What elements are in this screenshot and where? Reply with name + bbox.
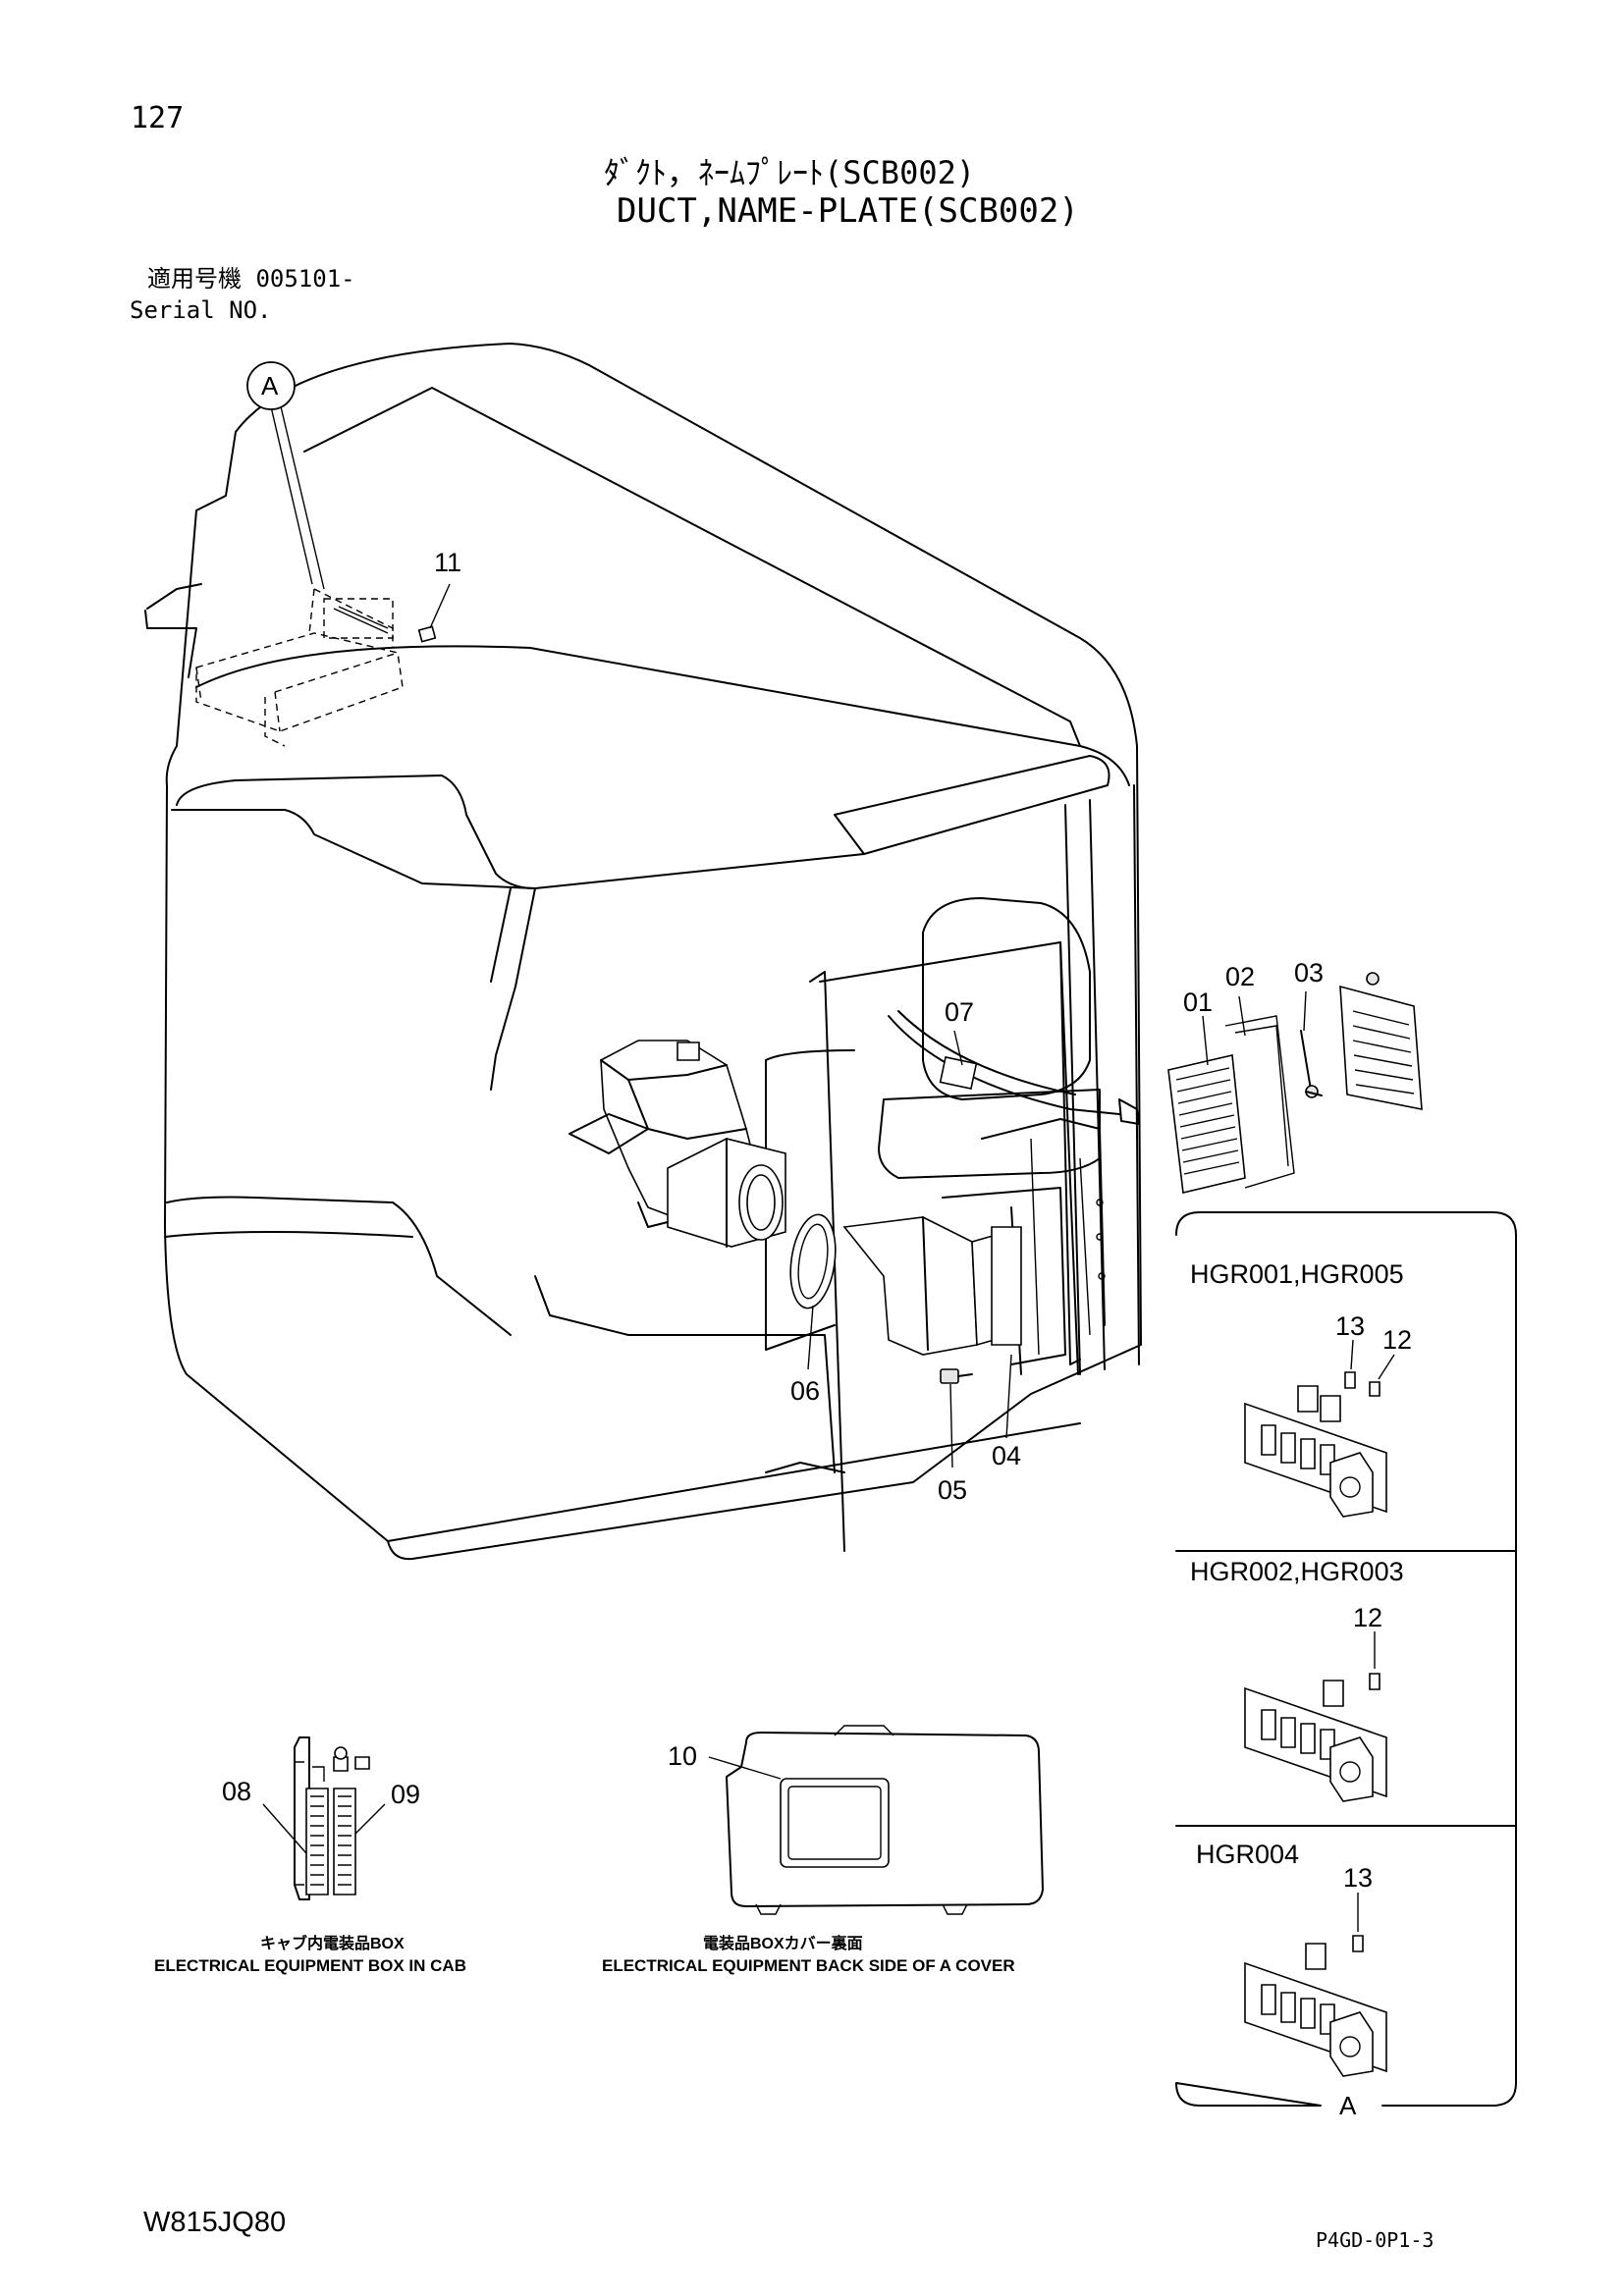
switch-panel-hgr001 xyxy=(1245,1340,1394,1517)
electrical-box-in-cab xyxy=(295,1737,369,1899)
serial-english: Serial NO. xyxy=(130,296,272,324)
callout-01: 01 xyxy=(1183,988,1214,1017)
detail-a-balloon xyxy=(247,362,295,409)
callout-03: 03 xyxy=(1294,958,1325,988)
page-number: 127 xyxy=(131,101,185,135)
title-japanese: ﾀﾞｸﾄ，ﾈｰﾑﾌﾟﾚｰﾄ(SCB002) xyxy=(604,154,976,191)
model-code: W815JQ80 xyxy=(143,2207,287,2238)
leader-lines xyxy=(263,402,1306,1853)
bolt xyxy=(941,1369,972,1383)
cover-back-caption-ja: 電装品BOXカバー裏面 xyxy=(703,1936,863,1952)
detail-section-2-part-12: 12 xyxy=(1353,1603,1383,1632)
callout-11: 11 xyxy=(434,548,462,577)
sheet-code: P4GD-0P1-3 xyxy=(1316,2228,1435,2252)
seat-assembly xyxy=(879,898,1139,1178)
detail-panel-label: A xyxy=(1339,2091,1357,2120)
air-filter-assembly xyxy=(1168,973,1422,1193)
callout-06: 06 xyxy=(790,1376,821,1406)
switch-panel-hgr004 xyxy=(1245,1893,1386,2076)
callout-02: 02 xyxy=(1225,962,1256,991)
electrical-cover-back xyxy=(727,1726,1043,1914)
cover-back-caption-en: ELECTRICAL EQUIPMENT BACK SIDE OF A COVE… xyxy=(602,1956,1015,1975)
detail-a-balloon-label: A xyxy=(261,371,279,400)
box-in-cab-caption-en: ELECTRICAL EQUIPMENT BOX IN CAB xyxy=(154,1956,466,1975)
detail-section-2-title: HGR002,HGR003 xyxy=(1190,1557,1404,1586)
callout-07: 07 xyxy=(945,997,975,1027)
title-english: DUCT,NAME-PLATE(SCB002) xyxy=(617,191,1079,231)
callout-05: 05 xyxy=(938,1475,968,1505)
detail-section-3-part-13: 13 xyxy=(1343,1863,1374,1893)
roof-hidden-box xyxy=(196,589,435,746)
cab-body xyxy=(145,344,1141,1559)
electrical-bracket xyxy=(943,1119,1105,1374)
detail-section-1-part-12: 12 xyxy=(1382,1325,1413,1355)
detail-section-3-title: HGR004 xyxy=(1196,1840,1300,1869)
callout-08: 08 xyxy=(222,1777,252,1806)
detail-section-1-title: HGR001,HGR005 xyxy=(1190,1259,1404,1289)
serial-japanese: 適用号機 005101- xyxy=(147,265,355,293)
switch-panel-hgr002 xyxy=(1245,1631,1386,1801)
detail-section-1-part-13: 13 xyxy=(1335,1311,1366,1341)
heater-unit xyxy=(569,1041,785,1247)
box-in-cab-caption-ja: キャブ内電装品BOX xyxy=(260,1936,405,1952)
callout-04: 04 xyxy=(992,1441,1022,1470)
callout-09: 09 xyxy=(391,1780,421,1809)
callout-10: 10 xyxy=(668,1741,698,1771)
duct xyxy=(785,1211,1011,1355)
detail-a-panel xyxy=(1176,1212,1516,2106)
